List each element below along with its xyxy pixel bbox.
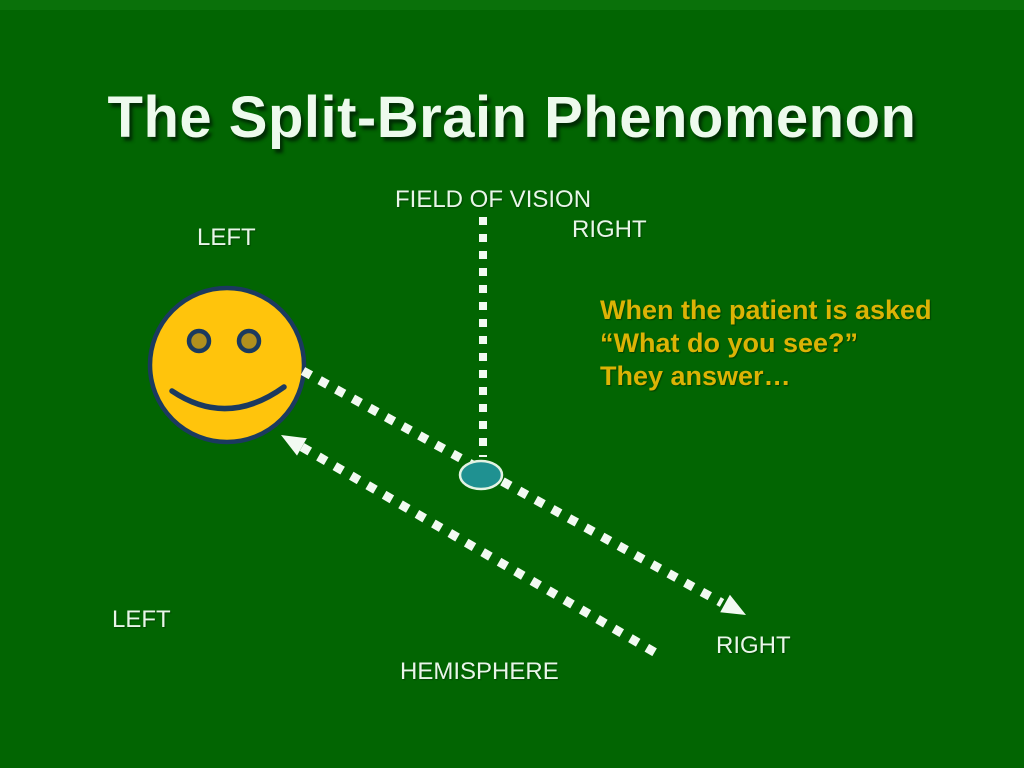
smile <box>169 384 287 412</box>
annotation-line-3: They answer… <box>600 361 791 391</box>
left-eye <box>186 328 212 354</box>
annotation-text-block: When the patient is asked “What do you s… <box>600 294 932 393</box>
slide-title: The Split-Brain Phenomenon <box>107 85 917 150</box>
right-visual-field-label: RIGHT <box>572 216 647 243</box>
top-accent-stripe <box>0 0 1024 10</box>
right-eye <box>236 328 262 354</box>
right-hemisphere-label: RIGHT <box>716 632 791 659</box>
face-circle <box>147 285 307 445</box>
hemisphere-label: HEMISPHERE <box>400 658 559 685</box>
field-of-vision-label: FIELD OF VISION <box>395 186 592 213</box>
dashed-arrow-shaft <box>299 443 664 660</box>
stimulus-dot <box>458 459 504 491</box>
left-hemisphere-label: LEFT <box>112 606 171 633</box>
annotation-line-1: When the patient is asked <box>600 295 932 325</box>
arrowhead-down-right <box>720 594 746 615</box>
left-visual-field-label: LEFT <box>197 224 256 251</box>
dashed-arrow-to-right-hemisphere <box>300 367 746 615</box>
smiley-face-icon <box>147 285 307 445</box>
dashed-arrow-shaft <box>300 367 725 607</box>
annotation-line-2: “What do you see?” <box>600 328 859 358</box>
arrowhead-up-left <box>281 435 307 456</box>
dashed-arrow-to-left-visual-field <box>281 435 664 660</box>
